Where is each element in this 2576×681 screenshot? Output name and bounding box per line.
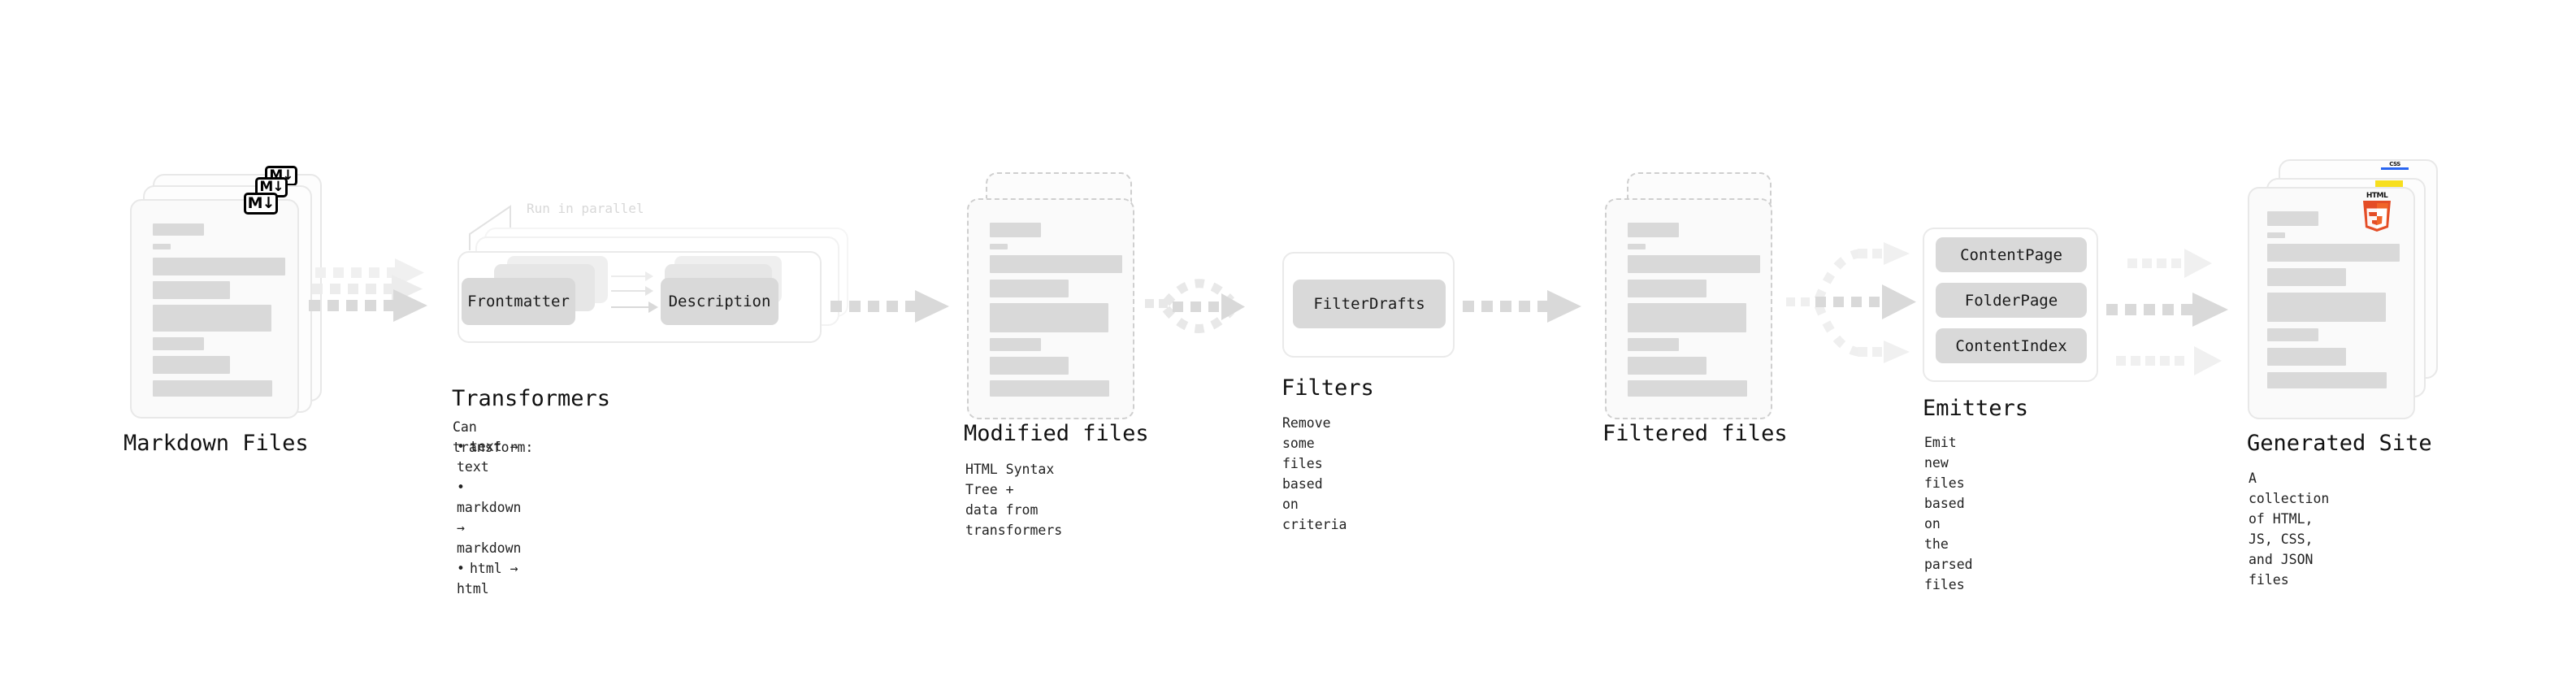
arrow-transformers-to-modified: [830, 290, 949, 323]
text-line: [153, 380, 272, 397]
text-line: [1628, 244, 1646, 249]
stage-title-filters: Filters: [1281, 375, 1374, 401]
html5-icon: HTML: [2361, 192, 2392, 232]
text-line: [990, 303, 1108, 332]
text-line: [153, 281, 230, 299]
text-line: [990, 357, 1069, 375]
transformer-internal-arrows: [611, 271, 658, 313]
text-line: [2267, 328, 2318, 341]
modified-card-front: [967, 198, 1134, 419]
text-line: [1628, 223, 1679, 237]
markdown-card-front: [130, 199, 299, 419]
text-line: [1628, 280, 1706, 297]
text-line: [1628, 303, 1746, 332]
text-line: [153, 258, 285, 275]
text-line: [153, 337, 204, 350]
bullet-text: markdown → markdown: [457, 500, 522, 556]
markdown-icon: M↓: [244, 193, 278, 215]
text-line: [153, 305, 271, 332]
filtered-card-front: [1605, 198, 1772, 419]
text-line: [990, 280, 1069, 297]
list-item: •html → html: [457, 561, 518, 596]
text-line: [1628, 357, 1706, 375]
transformers-description: Can transform:: [453, 419, 534, 455]
arrow-filters-to-filtered: [1463, 290, 1581, 323]
bullet-text: html → html: [457, 561, 518, 596]
text-line: [2267, 293, 2386, 322]
list-item: •text → text: [457, 439, 518, 475]
text-line: [153, 356, 230, 374]
emitters-description: Emit new files based on the parsed files: [1924, 435, 1973, 592]
stage-title-generated-site: Generated Site: [2247, 431, 2432, 456]
css3-icon: CSS: [2381, 161, 2409, 170]
text-line: [990, 338, 1041, 351]
list-item: •markdown → markdown: [457, 479, 522, 556]
text-line: [1628, 380, 1747, 397]
text-line: [2267, 244, 2400, 262]
bullet-text: text → text: [457, 439, 518, 475]
text-line: [2267, 372, 2387, 388]
run-in-parallel-bracket: [469, 205, 511, 250]
text-line: [990, 244, 1008, 249]
text-line: [990, 223, 1041, 237]
text-line: [1628, 338, 1679, 351]
stage-title-filtered-files: Filtered files: [1602, 421, 1788, 446]
emitter-folderpage[interactable]: FolderPage: [1936, 283, 2087, 318]
emitter-contentindex[interactable]: ContentIndex: [1936, 328, 2087, 363]
emitter-contentpage[interactable]: ContentPage: [1936, 237, 2087, 272]
arrow-emitters-to-site: [2106, 249, 2228, 375]
text-line: [990, 255, 1122, 273]
text-line: [153, 223, 204, 236]
arrow-filtered-to-emitters: [1786, 242, 1916, 363]
arrow-markdown-to-transformers: [309, 258, 427, 322]
run-in-parallel-label: Run in parallel: [527, 201, 644, 216]
text-line: [2267, 348, 2346, 366]
text-line: [1628, 255, 1760, 273]
text-line: [153, 244, 171, 249]
arrow-modified-to-filters: [1145, 279, 1245, 333]
modified-files-description: HTML Syntax Tree + data from transformer…: [965, 462, 1063, 538]
transformer-description[interactable]: Description: [661, 278, 778, 325]
stage-title-markdown-files: Markdown Files: [124, 431, 309, 456]
stage-title-emitters: Emitters: [1923, 396, 2029, 421]
transformers-bullet-list: •text → text •markdown → markdown •html …: [457, 436, 521, 599]
text-line: [990, 380, 1109, 397]
text-line: [2267, 211, 2318, 226]
text-line: [2267, 232, 2285, 238]
generated-site-description: A collection of HTML, JS, CSS, and JSON …: [2249, 471, 2330, 588]
text-line: [2267, 268, 2346, 286]
filters-description: Remove some files based on criteria: [1282, 415, 1347, 532]
stage-title-transformers: Transformers: [452, 386, 611, 411]
transformer-frontmatter[interactable]: Frontmatter: [462, 278, 575, 325]
stage-title-modified-files: Modified files: [964, 421, 1149, 446]
filter-filterdrafts[interactable]: FilterDrafts: [1293, 280, 1446, 328]
